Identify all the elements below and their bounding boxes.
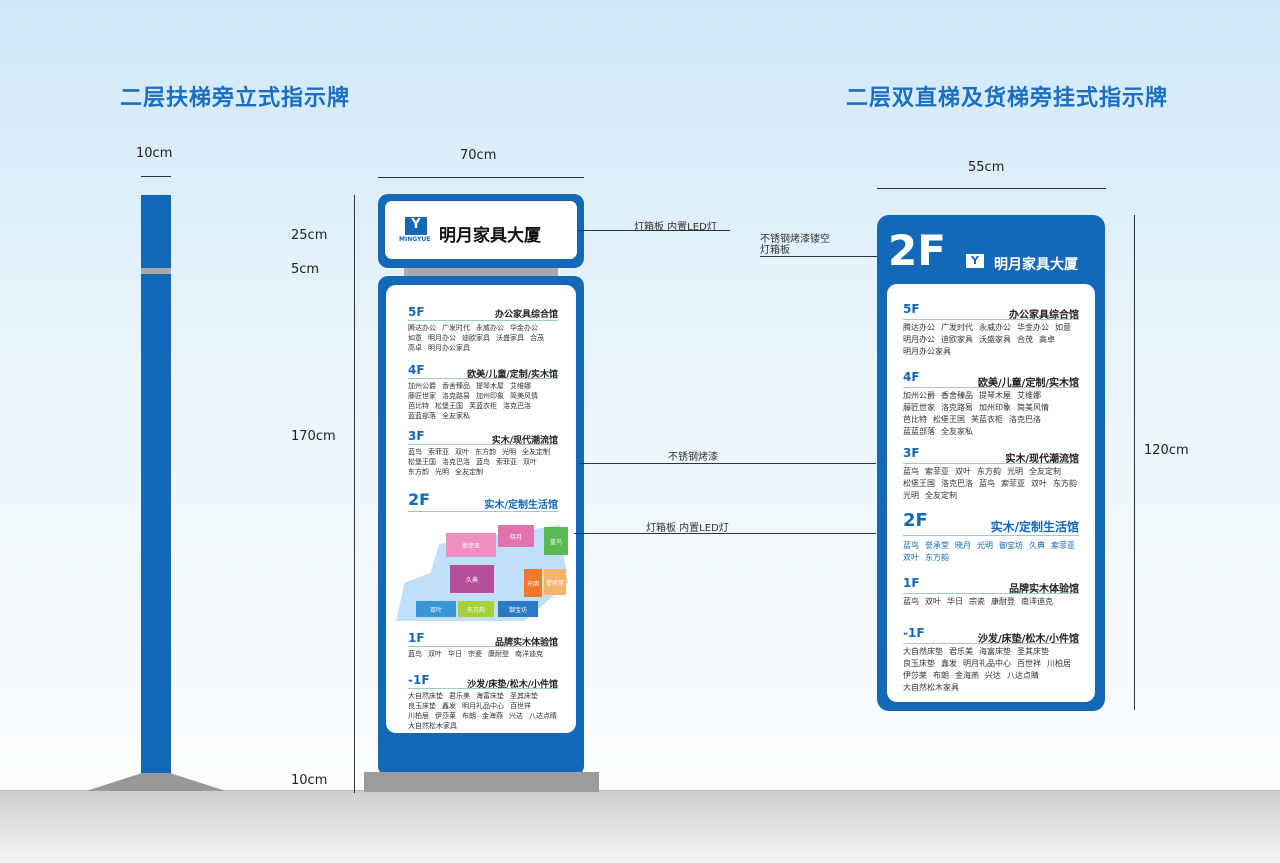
wall-height-label: 120cm — [1144, 443, 1189, 458]
floor-4f-label: 4F — [408, 363, 425, 377]
floor-5f-rule — [408, 320, 558, 321]
map-block-sofia: 索菲亚 — [446, 533, 496, 557]
pole-width-line — [141, 176, 171, 177]
wall-5f-brands: 腾达办公广发时代永威办公华金办公如意明月办公迪欧家具沃盛家具合茂高卓明月办公家具 — [903, 323, 1071, 356]
wall-2f-rule — [903, 535, 1079, 536]
brand-logo-icon: Y — [405, 217, 427, 235]
sign-header-panel: Y MINGYUE 明月家具大厦 — [385, 201, 577, 259]
right-title: 二层双直梯及货梯旁挂式指示牌 — [846, 86, 1169, 111]
floor-3f-label: 3F — [408, 429, 425, 443]
ann-line-lightbox1 — [578, 230, 730, 231]
wall-4f-title: 欧美/儿童/定制/实木馆 — [978, 378, 1079, 389]
side-pole-base — [86, 773, 226, 791]
wall-5f-rule — [903, 319, 1079, 320]
sign-base — [364, 772, 599, 792]
brand-logo-text: MINGYUE — [399, 236, 431, 243]
wall-2f-label: 2F — [903, 510, 928, 531]
ann-line-lightbox2 — [574, 533, 876, 534]
floor-1f-rule — [408, 646, 558, 647]
ann-wall-top-1: 不锈钢烤漆镂空 — [760, 234, 830, 245]
ann-lightbox1: 灯箱板 内置LED灯 — [634, 222, 717, 233]
map-block-jiudian: 久典 — [450, 565, 494, 593]
floor-5f-label: 5F — [408, 305, 425, 319]
wall-height-line — [1134, 215, 1135, 710]
floor-2f-rule — [408, 511, 558, 512]
floor-1f-brands: 蓝鸟双叶华日宗瓷康耐登南洋迪克 — [408, 650, 543, 658]
floor-b1-rule — [408, 688, 558, 689]
floor-3f-brands: 蓝鸟索菲亚双叶东方韵光明全友定制松堡王国洛克巴洛蓝鸟索菲亚双叶东方韵光明全友定制 — [408, 448, 550, 476]
wall-logo-icon: Y — [966, 254, 984, 268]
height-dim-line — [354, 195, 355, 793]
wall-5f-title: 办公家具综合馆 — [1009, 310, 1079, 321]
wall-3f-label: 3F — [903, 446, 920, 460]
wall-4f-rule — [903, 387, 1079, 388]
sign-body-panel: 5F 办公家具综合馆 腾达办公广发时代永威办公华金办公如意明月办公迪欧家具沃盛家… — [386, 285, 576, 733]
floor-4f-brands: 加州公爵香舍臻品提琴木屋艾维娜藤匠世家洛克路易加州印象简美风情芭比特松堡王国芙蓝… — [408, 382, 538, 420]
ann-line-wall-top — [760, 256, 888, 257]
header-height-label: 25cm — [291, 228, 328, 243]
gap-height-label: 5cm — [291, 262, 320, 277]
pole-width-label: 10cm — [136, 146, 173, 161]
floor-1f-label: 1F — [408, 631, 425, 645]
sign-width-label: 70cm — [460, 148, 497, 163]
wall-sign-panel: 5F 办公家具综合馆 腾达办公广发时代永威办公华金办公如意明月办公迪欧家具沃盛家… — [887, 284, 1095, 702]
ann-steel-paint: 不锈钢烤漆 — [668, 452, 718, 463]
wall-3f-brands: 蓝鸟索菲亚双叶东方韵光明全友定制松堡王国洛克巴洛蓝鸟索菲亚双叶东方韵光明全友定制 — [903, 467, 1077, 500]
floor-b1-brands: 大自然床垫君乐美海富床垫圣其床垫良玉床垫鑫发明月礼品中心百世祥川柏居伊莎莱布朗金… — [408, 692, 557, 730]
wall-3f-rule — [903, 463, 1079, 464]
wall-1f-label: 1F — [903, 576, 920, 590]
map-block-yuchengtang: 誉承堂 — [544, 569, 566, 595]
floor-2f-label: 2F — [408, 490, 431, 509]
side-pole-joint — [141, 268, 171, 274]
ann-wall-top-2: 灯箱板 — [760, 245, 790, 256]
base-height-label: 10cm — [291, 773, 328, 788]
wall-b1-rule — [903, 643, 1079, 644]
floor-b1-label: -1F — [408, 673, 430, 687]
wall-width-line — [877, 188, 1106, 189]
map-block-dongfangyun: 东方韵 — [458, 601, 494, 617]
wall-width-label: 55cm — [968, 160, 1005, 175]
wall-b1-brands: 大自然床垫君乐美海富床垫圣其床垫良玉床垫鑫发明月礼品中心百世祥川柏居伊莎莱布朗金… — [903, 647, 1071, 692]
side-pole — [141, 195, 171, 775]
wall-4f-label: 4F — [903, 370, 920, 384]
floor-2f-map: 索菲亚 晓月 蓝鸟 久典 光明 誉承堂 双叶 东方韵 御宝坊 — [386, 517, 572, 623]
map-block-guangming: 光明 — [524, 569, 542, 597]
map-block-lanniao: 蓝鸟 — [544, 527, 568, 555]
wall-brand-name: 明月家具大厦 — [994, 257, 1078, 273]
ann-line-steel — [580, 463, 876, 464]
floor-4f-title: 欧美/儿童/定制/实木馆 — [467, 370, 558, 380]
wall-2f-title: 实木/定制生活馆 — [990, 520, 1079, 534]
map-block-xiaoyue: 晓月 — [498, 525, 534, 547]
ann-lightbox2: 灯箱板 内置LED灯 — [646, 523, 729, 534]
brand-name: 明月家具大厦 — [439, 226, 541, 246]
map-block-shuangye: 双叶 — [416, 601, 456, 617]
floor-3f-title: 实木/现代潮流馆 — [491, 436, 558, 446]
wall-5f-label: 5F — [903, 302, 920, 316]
floor-4f-rule — [408, 378, 558, 379]
wall-1f-brands: 蓝鸟双叶华日宗瓷康耐登南洋迪克 — [903, 597, 1053, 606]
wall-floor-big: 2F — [888, 226, 946, 275]
wall-3f-title: 实木/现代潮流馆 — [1005, 454, 1079, 465]
wall-b1-label: -1F — [903, 626, 925, 640]
wall-1f-rule — [903, 593, 1079, 594]
sign-width-line — [378, 177, 584, 178]
wall-1f-title: 品牌实木体验馆 — [1009, 584, 1079, 595]
floor-5f-brands: 腾达办公广发时代永威办公华金办公如意明月办公迪欧家具沃盛家具合茂高卓明月办公家具 — [408, 324, 544, 352]
wall-b1-title: 沙发/床垫/松木/小件馆 — [978, 634, 1079, 645]
floor-b1-title: 沙发/床垫/松木/小件馆 — [467, 680, 558, 690]
floor-2f-title: 实木/定制生活馆 — [484, 500, 558, 511]
left-title: 二层扶梯旁立式指示牌 — [120, 86, 351, 111]
sign-connector — [404, 268, 558, 276]
floor-5f-title: 办公家具综合馆 — [494, 310, 558, 320]
body-height-label: 170cm — [291, 429, 336, 444]
wall-4f-brands: 加州公爵香舍臻品提琴木屋艾维娜藤匠世家洛克路易加州印象简美风情芭比特松堡王国芙蓝… — [903, 391, 1049, 436]
floor-1f-title: 品牌实木体验馆 — [494, 638, 558, 648]
wall-2f-brands: 蓝鸟誉承堂晓月光明御宝坊久典索菲亚双叶东方韵 — [903, 541, 1075, 562]
ground — [0, 790, 1280, 863]
floor-3f-rule — [408, 444, 558, 445]
map-block-yubaofang: 御宝坊 — [498, 601, 538, 617]
